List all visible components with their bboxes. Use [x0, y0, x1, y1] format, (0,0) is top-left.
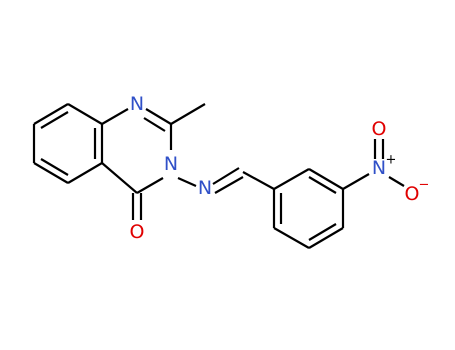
bond — [40, 111, 69, 129]
bond — [170, 103, 206, 125]
bond — [242, 171, 275, 190]
nitrophenyl-ring — [272, 168, 370, 249]
bond — [40, 158, 69, 176]
imine-linker — [177, 167, 275, 194]
bond — [342, 173, 370, 190]
benzo-ring — [32, 103, 104, 184]
bond — [308, 227, 344, 249]
ring-nitrogen-top-label: N — [130, 93, 144, 115]
nitro-group — [373, 139, 405, 187]
nitro-oxygen-charge: − — [419, 178, 430, 193]
bond — [33, 103, 69, 125]
bond — [273, 168, 310, 190]
bond — [388, 176, 405, 187]
nitro-nitrogen-charge: + — [386, 153, 397, 168]
nitro-nitrogen-label: N — [372, 157, 386, 179]
pyrimidinone-ring — [101, 103, 206, 220]
bond — [177, 176, 197, 188]
bond — [308, 168, 344, 190]
ring-nitrogen-bottom-label: N — [164, 153, 178, 175]
bond — [143, 117, 166, 132]
bond — [101, 108, 129, 125]
carbonyl-oxygen-label: O — [130, 221, 145, 243]
bond — [101, 162, 138, 194]
bond — [214, 176, 244, 194]
bond — [67, 162, 103, 184]
bond — [308, 223, 337, 241]
nitro-oxygen-bottom-label: O — [405, 183, 420, 205]
bond — [145, 108, 172, 125]
imine-nitrogen-label: N — [198, 177, 212, 199]
bond — [308, 176, 337, 194]
bond — [67, 103, 103, 125]
bond — [33, 162, 69, 184]
bond — [136, 177, 164, 194]
bond — [273, 227, 310, 249]
bond — [212, 167, 240, 185]
nitro-oxygen-top-label: O — [372, 118, 387, 140]
